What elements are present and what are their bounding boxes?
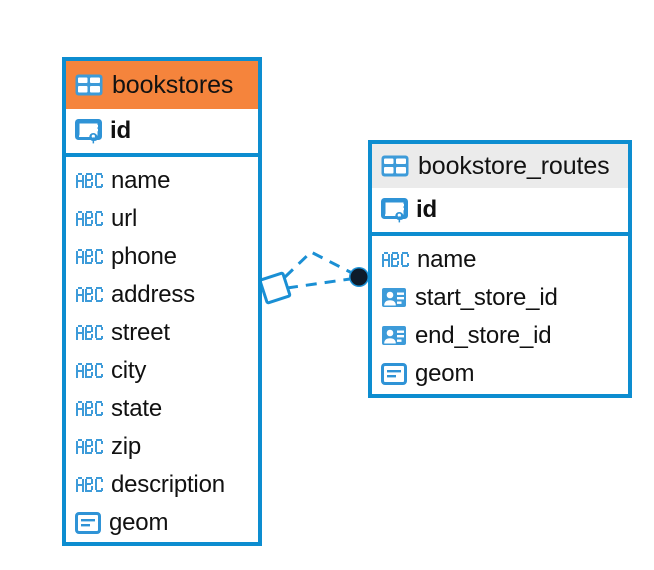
entity-title: bookstore_routes [418, 151, 610, 180]
field-row-description[interactable]: description [66, 466, 258, 504]
abc-text-icon [75, 362, 103, 380]
relationship-line-lower [286, 277, 351, 290]
foreign-key-icon [381, 323, 407, 349]
primary-key-icon [75, 118, 102, 145]
field-label: end_store_id [415, 322, 552, 349]
field-row-street[interactable]: street [66, 314, 258, 352]
entity-title: bookstores [112, 70, 234, 99]
field-row-name[interactable]: name [372, 241, 628, 279]
table-icon [75, 74, 103, 96]
foreign-key-icon [381, 285, 407, 311]
abc-text-icon [75, 210, 103, 228]
primary-key-icon [381, 197, 408, 224]
field-label: url [111, 205, 138, 232]
field-label: geom [109, 509, 169, 536]
field-row-start-store-id[interactable]: start_store_id [372, 279, 628, 317]
relationship-target-circle-icon [349, 267, 369, 287]
abc-text-icon [75, 438, 103, 456]
field-row-end-store-id[interactable]: end_store_id [372, 317, 628, 355]
field-row-id[interactable]: id [372, 188, 628, 232]
field-label: id [416, 196, 437, 223]
field-label: name [417, 246, 477, 273]
field-label: state [111, 395, 163, 422]
relationship-source-diamond-icon [258, 271, 292, 305]
field-row-url[interactable]: url [66, 200, 258, 238]
field-row-city[interactable]: city [66, 352, 258, 390]
abc-text-icon [75, 400, 103, 418]
field-label: description [111, 471, 225, 498]
field-row-geom[interactable]: geom [372, 355, 628, 393]
geometry-icon [75, 512, 101, 534]
field-row-phone[interactable]: phone [66, 238, 258, 276]
geometry-icon [381, 363, 407, 385]
field-row-zip[interactable]: zip [66, 428, 258, 466]
field-row-geom[interactable]: geom [66, 504, 258, 542]
abc-text-icon [75, 172, 103, 190]
relationship-line-upper [283, 250, 353, 279]
fields-section-bookstore-routes: name start_store_id [372, 236, 628, 393]
primary-key-section-bookstores: id [66, 109, 258, 157]
field-label: address [111, 281, 195, 308]
entity-bookstore-routes[interactable]: bookstore_routes [368, 140, 632, 398]
field-label: start_store_id [415, 284, 558, 311]
field-row-address[interactable]: address [66, 276, 258, 314]
entity-header-bookstores[interactable]: bookstores [66, 61, 258, 109]
field-label: street [111, 319, 170, 346]
field-label: phone [111, 243, 177, 270]
primary-key-section-bookstore-routes: id [372, 188, 628, 236]
abc-text-icon [75, 476, 103, 494]
field-row-id[interactable]: id [66, 109, 258, 153]
abc-text-icon [75, 286, 103, 304]
abc-text-icon [75, 324, 103, 342]
field-label: id [110, 117, 131, 144]
entity-bookstores[interactable]: bookstores [62, 57, 262, 546]
field-label: zip [111, 433, 142, 460]
table-icon [381, 155, 409, 177]
field-row-state[interactable]: state [66, 390, 258, 428]
field-label: city [111, 357, 147, 384]
field-row-name[interactable]: name [66, 162, 258, 200]
abc-text-icon [75, 248, 103, 266]
field-label: name [111, 167, 171, 194]
entity-header-bookstore-routes[interactable]: bookstore_routes [372, 144, 628, 188]
field-label: geom [415, 360, 475, 387]
fields-section-bookstores: name [66, 157, 258, 542]
abc-text-icon [381, 251, 409, 269]
